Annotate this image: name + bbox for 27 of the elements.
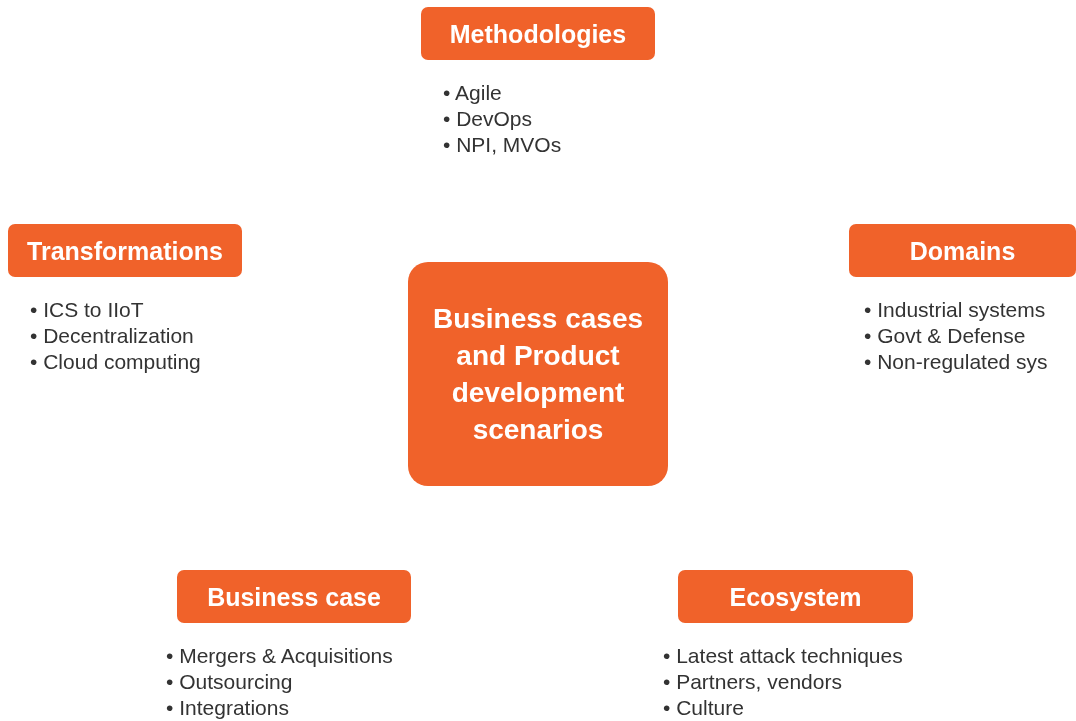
category-box bbox=[678, 570, 913, 623]
category-title: Domains bbox=[909, 235, 1016, 266]
bullet-item: • Culture bbox=[663, 695, 745, 721]
bullet-item: • Latest attack techniques bbox=[663, 643, 903, 669]
category-box bbox=[177, 570, 411, 623]
bullet-item: • Integrations bbox=[166, 695, 290, 721]
bullet-item: • DevOps bbox=[443, 106, 534, 132]
central-title: Business cases and Product development scenarios bbox=[431, 302, 645, 447]
category-title: Methodologies bbox=[449, 18, 627, 49]
bullet-item: • Agile bbox=[443, 80, 503, 106]
category-box bbox=[8, 224, 242, 277]
bullet-item: • Govt & Defense bbox=[864, 323, 1027, 349]
category-box bbox=[849, 224, 1076, 277]
central-box bbox=[408, 262, 668, 486]
bullet-item: • Industrial systems bbox=[864, 297, 1047, 323]
category-title: Transformations bbox=[27, 235, 223, 266]
bullet-item: • Partners, vendors bbox=[663, 669, 843, 695]
bullet-item: • ICS to IIoT bbox=[30, 297, 145, 323]
category-box bbox=[421, 7, 655, 60]
bullet-item: • Mergers & Acquisitions bbox=[166, 643, 393, 669]
bullet-item: • NPI, MVOs bbox=[443, 132, 562, 158]
bullet-item: • Cloud computing bbox=[30, 349, 201, 375]
bullet-item: • Outsourcing bbox=[166, 669, 294, 695]
bullet-item: • Decentralization bbox=[30, 323, 195, 349]
category-title: Ecosystem bbox=[729, 581, 862, 612]
category-title: Business case bbox=[207, 581, 381, 612]
bullet-item: • Non-regulated sys bbox=[864, 349, 1048, 375]
